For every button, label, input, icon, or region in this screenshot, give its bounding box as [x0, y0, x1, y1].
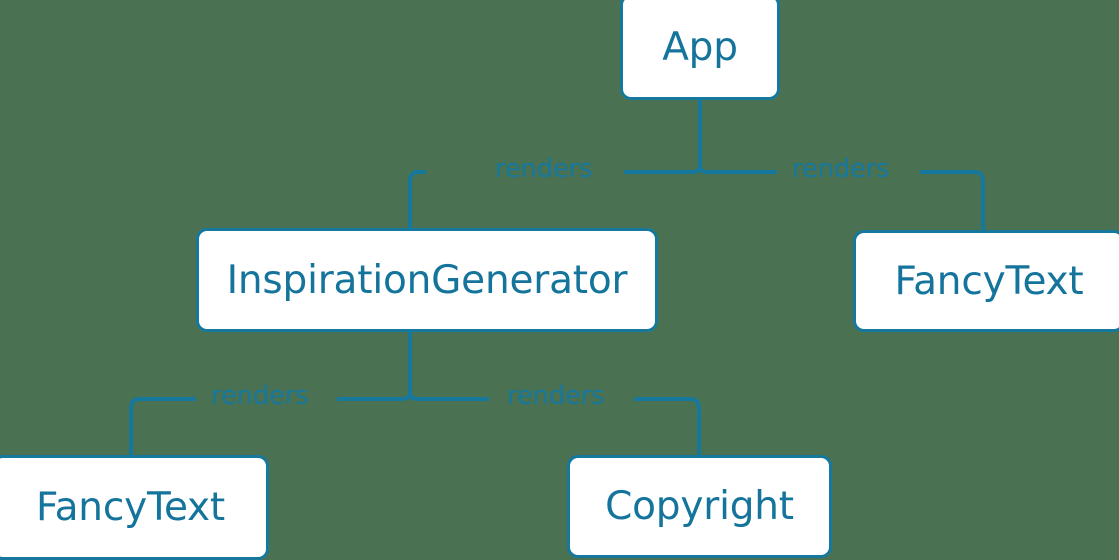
node-inspiration-generator[interactable]: InspirationGenerator [196, 228, 658, 332]
node-copyright[interactable]: Copyright [567, 455, 832, 558]
node-app-label: App [662, 24, 738, 70]
edge-label-inspiration-generator-to-copyright: renders [507, 381, 605, 411]
node-fancytext-bottom-label: FancyText [35, 485, 226, 530]
edge-label-app-to-fancytext-right: renders [792, 154, 890, 184]
node-app[interactable]: App [620, 0, 780, 100]
node-copyright-label: Copyright [605, 484, 794, 529]
node-fancytext-right-label: FancyText [894, 258, 1084, 304]
node-inspiration-generator-label: InspirationGenerator [226, 257, 628, 303]
node-fancytext-bottom[interactable]: FancyText [0, 455, 269, 560]
edge-label-app-to-inspiration-generator: renders [495, 154, 593, 184]
edge-label-inspiration-generator-to-fancytext-bottom: renders [211, 381, 309, 411]
node-fancytext-right[interactable]: FancyText [853, 230, 1119, 332]
